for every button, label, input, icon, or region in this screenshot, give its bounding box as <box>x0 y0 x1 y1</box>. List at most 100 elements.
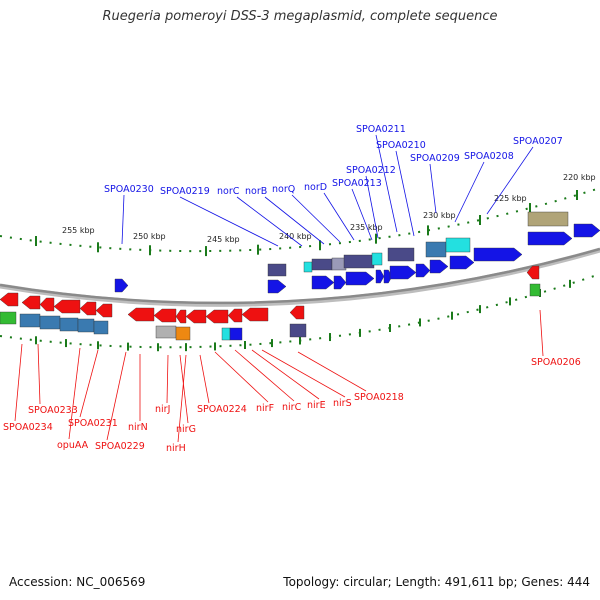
leader-line <box>199 354 210 404</box>
map-title: Ruegeria pomeroyi DSS-3 megaplasmid, com… <box>102 9 498 24</box>
ruler-label: 235 kbp <box>350 223 383 232</box>
forward-gene <box>311 275 335 290</box>
ruler-label: 225 kbp <box>494 194 527 203</box>
gene-label: nirC <box>282 402 302 413</box>
feature-box <box>221 327 231 341</box>
topology-text: Topology: circular; Length: 491,611 bp; … <box>283 575 590 589</box>
gene-label: norD <box>304 182 327 193</box>
gene-label: SPOA0212 <box>346 165 396 176</box>
gene-label: norQ <box>272 184 295 195</box>
reverse-gene <box>95 303 113 318</box>
ruler-label: 230 kbp <box>423 211 456 220</box>
leader-line <box>166 354 169 404</box>
gene-label: SPOA0218 <box>354 392 404 403</box>
leader-line <box>236 196 303 247</box>
leader-line <box>365 175 379 239</box>
reverse-gene <box>127 307 155 322</box>
gene-label: nirH <box>166 443 186 454</box>
forward-gene <box>375 269 385 284</box>
leader-line <box>251 349 320 400</box>
leader-line <box>106 351 127 441</box>
feature-box <box>19 313 41 328</box>
feature-box <box>445 237 471 253</box>
leader-line <box>234 349 295 402</box>
feature-box <box>387 247 415 262</box>
reverse-gene <box>21 295 41 310</box>
ruler-label: 250 kbp <box>133 232 166 241</box>
leader-line <box>291 194 341 243</box>
feature-box <box>175 326 191 341</box>
gene-label: SPOA0219 <box>160 186 210 197</box>
feature-box <box>93 320 109 335</box>
leader-line <box>395 150 415 237</box>
reverse-gene <box>39 297 55 312</box>
feature-box <box>425 241 447 258</box>
feature-box <box>39 315 61 330</box>
gene-label: nirN <box>128 422 148 433</box>
leader-line <box>79 349 99 418</box>
leader-line <box>214 351 269 403</box>
forward-gene <box>473 247 523 262</box>
leader-line <box>179 196 279 247</box>
feature-box <box>527 211 569 227</box>
ruler-label: 240 kbp <box>279 232 312 241</box>
reverse-gene <box>227 308 243 323</box>
leader-line <box>264 196 325 245</box>
feature-box <box>311 258 333 271</box>
gene-label: SPOA0229 <box>95 441 145 452</box>
reverse-gene <box>79 301 97 316</box>
reverse-gene <box>0 292 19 307</box>
forward-gene <box>415 263 431 278</box>
feature-box <box>59 317 79 332</box>
forward-gene <box>114 278 129 293</box>
feature-box <box>529 283 541 297</box>
reverse-gene <box>205 309 229 324</box>
forward-gene <box>527 231 573 246</box>
feature-box <box>343 254 375 269</box>
leader-line <box>323 192 355 241</box>
leader-line <box>297 351 367 392</box>
leader-line <box>177 354 187 443</box>
leader-line <box>121 194 125 245</box>
leader-line <box>261 349 346 398</box>
leader-line <box>351 188 373 241</box>
gene-label: nirF <box>256 403 274 414</box>
forward-gene <box>333 275 347 290</box>
gene-label: nirG <box>176 424 196 435</box>
leader-line <box>375 134 398 233</box>
forward-gene <box>449 255 475 270</box>
leader-line <box>429 163 437 214</box>
reverse-gene <box>185 309 207 324</box>
feature-box <box>229 327 243 341</box>
gene-label: SPOA0206 <box>531 357 581 368</box>
gene-label: SPOA0210 <box>376 140 426 151</box>
feature-box <box>371 252 383 266</box>
leader-line <box>486 146 534 215</box>
accession-text: Accession: NC_006569 <box>9 575 146 589</box>
leader-line <box>454 161 485 223</box>
ruler-label: 220 kbp <box>563 173 596 182</box>
gene-label: SPOA0230 <box>104 184 154 195</box>
reverse-gene <box>289 305 305 320</box>
reverse-gene <box>53 299 81 314</box>
forward-gene <box>389 265 417 280</box>
feature-box <box>303 261 313 273</box>
feature-box <box>267 263 287 277</box>
forward-gene <box>267 279 287 294</box>
reverse-gene <box>175 309 187 324</box>
leader-line <box>179 354 189 424</box>
gene-label: SPOA0231 <box>68 418 118 429</box>
gene-label: opuAA <box>57 440 89 451</box>
gene-label: SPOA0209 <box>410 153 460 164</box>
gene-label: nirS <box>333 398 352 409</box>
feature-box <box>0 311 17 325</box>
gene-label: SPOA0213 <box>332 178 382 189</box>
leader-line <box>68 347 81 440</box>
gene-label: SPOA0224 <box>197 404 247 415</box>
outer-tick-ring <box>0 187 600 253</box>
gene-label: SPOA0233 <box>28 405 78 416</box>
reverse-gene <box>153 308 177 323</box>
gene-label: SPOA0234 <box>3 422 53 433</box>
forward-gene <box>429 259 449 274</box>
